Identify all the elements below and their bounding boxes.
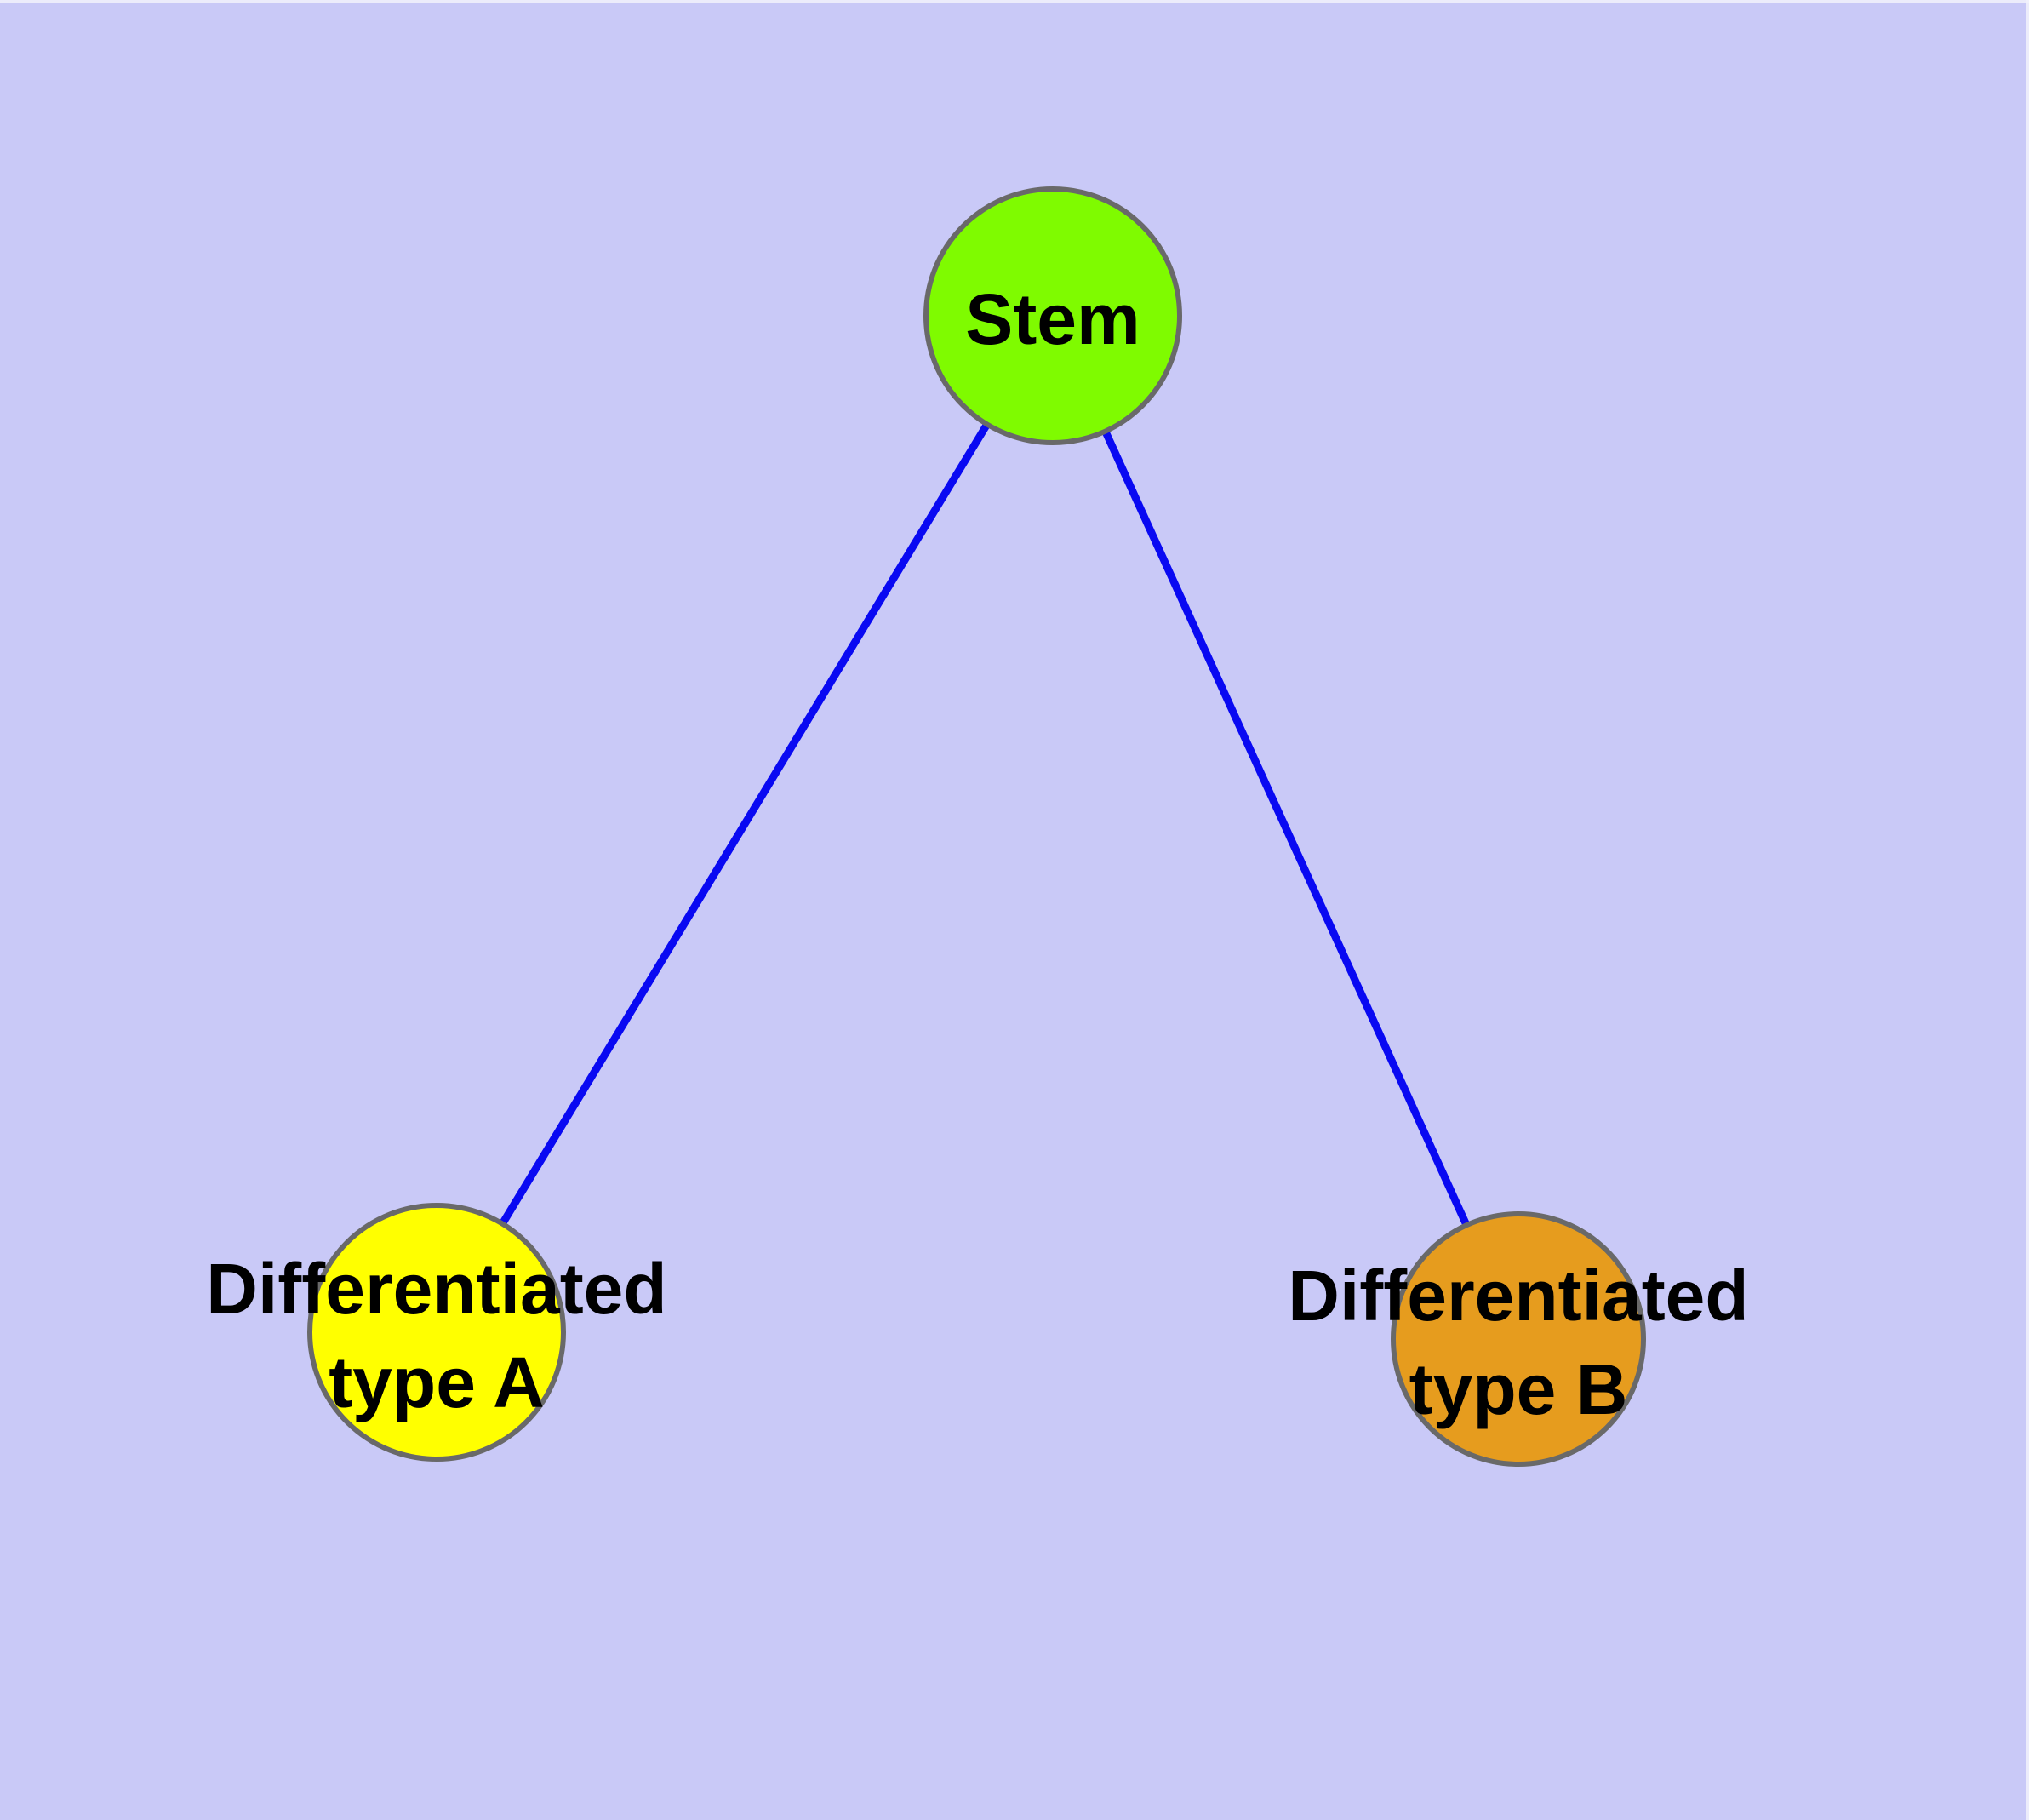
stem-node-circle xyxy=(923,186,1182,445)
type-b-node-label-line1: Differentiated xyxy=(1288,1256,1748,1336)
type-a-node-label-line1: Differentiated xyxy=(206,1249,666,1329)
right-edge-highlight xyxy=(2026,0,2029,1820)
node-differentiated-type-a: Differentiated type A xyxy=(206,1203,667,1462)
node-stem: Stem xyxy=(923,186,1182,445)
type-a-node-circle xyxy=(307,1203,566,1462)
stem-node-label: Stem xyxy=(965,279,1140,359)
node-differentiated-type-b: Differentiated type B xyxy=(1288,1211,1749,1467)
edge-stem-to-type-b xyxy=(1049,312,1523,1343)
type-a-node-label-line2: type A xyxy=(329,1342,545,1422)
type-b-node-circle xyxy=(1391,1211,1646,1467)
type-b-node-label-line2: type B xyxy=(1409,1349,1628,1429)
top-edge-highlight xyxy=(0,0,2029,3)
edge-stem-to-type-a xyxy=(432,312,1057,1336)
